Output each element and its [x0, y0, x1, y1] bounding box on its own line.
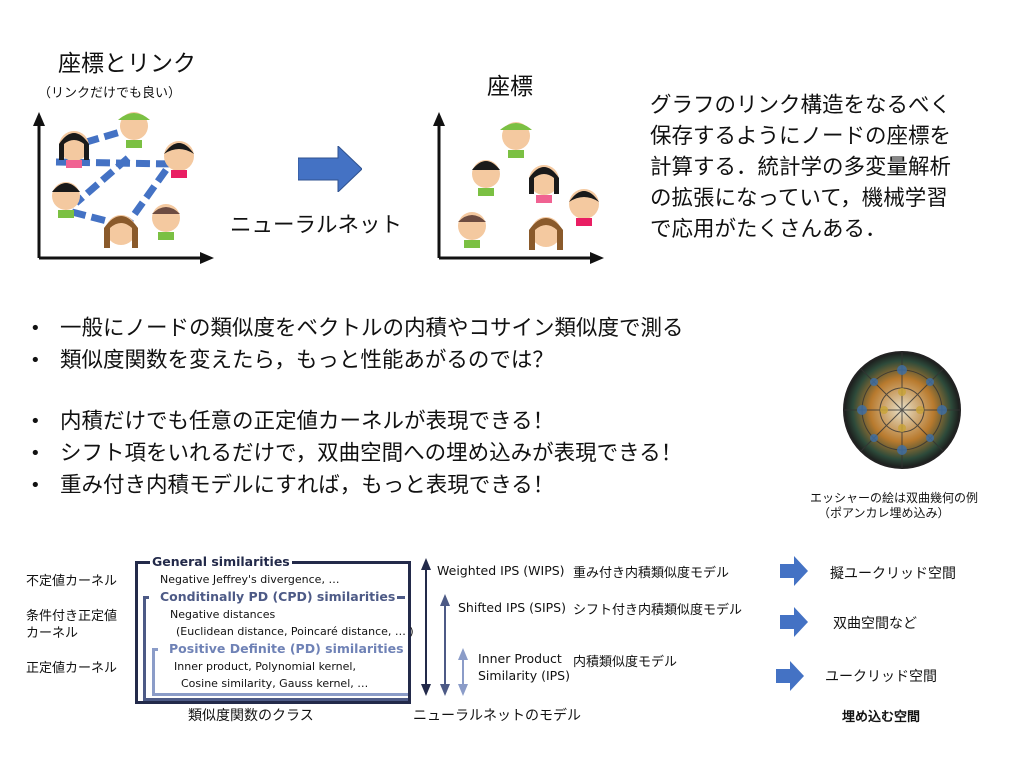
description-line: の拡張になっていて，機械学習: [650, 186, 948, 211]
pd-similarities-title: Positive Definite (PD) similarities: [167, 641, 406, 656]
ips-label-line2: Similarity (IPS): [478, 668, 570, 683]
ips-double-arrow: [458, 648, 468, 696]
node-face: [458, 212, 486, 248]
bullet-item: 一般にノードの類似度をベクトルの内積やコサイン類似度で測る: [60, 316, 684, 341]
x-axis-arrowhead: [200, 252, 214, 264]
description-line: で応用がたくさんある．: [650, 217, 887, 242]
escher-caption-sub: （ポアンカレ埋め込み）: [818, 506, 950, 520]
sips-label: Shifted IPS (SIPS): [458, 600, 566, 615]
ips-label-line1: Inner Product: [478, 651, 562, 666]
bullet-item: シフト項をいれるだけで，双曲空間への埋め込みが表現できる！: [60, 441, 683, 466]
bullet-item: 類似度関数を変えたら，もっと性能あがるのでは？: [60, 348, 554, 373]
cpd-similarities-desc1: Negative distances: [170, 608, 276, 621]
space-euclidean: ユークリッド空間: [825, 669, 937, 685]
node-face: [152, 204, 180, 240]
space-arrow: [776, 661, 804, 691]
description-block: グラフのリンク構造をなるべく 保存するようにノードの座標を 計算する．統計学の多…: [650, 90, 951, 245]
link: [123, 167, 169, 229]
bullet-item: 重み付き内積モデルにすれば，もっと表現できる！: [60, 473, 555, 498]
pd-top-left-line: [152, 648, 158, 651]
pd-similarities-box: [152, 648, 408, 696]
sips-label-ja: シフト付き内積類似度モデル: [573, 603, 743, 618]
right-scatter-plot: [433, 112, 604, 264]
cpd-similarities-title: Conditinally PD (CPD) similarities: [158, 589, 398, 604]
escher-circle-limit-image: [843, 351, 961, 469]
node-face: [59, 131, 89, 168]
space-hyperbolic: 双曲空間など: [833, 616, 917, 632]
description-line: 計算する．統計学の多変量解析: [650, 155, 952, 180]
arrow-label: ニューラルネット: [230, 213, 403, 238]
transform-arrow: [298, 146, 362, 192]
pd-similarities-desc1: Inner product, Polynomial kernel,: [174, 660, 356, 673]
cpd-similarities-desc2: (Euclidean distance, Poincaré distance, …: [176, 625, 414, 638]
left-panel-subtitle: （リンクだけでも良い）: [38, 86, 182, 101]
class-label-cpd-line1: 条件付き正定値: [26, 609, 118, 624]
bullet-symbol: •: [30, 475, 41, 496]
space-pseudo-euclidean: 擬ユークリッド空間: [830, 566, 956, 582]
general-similarities-desc: Negative Jeffrey's divergence, …: [160, 573, 340, 586]
cpd-similarities-box: [143, 596, 408, 701]
models-caption: ニューラルネットのモデル: [413, 708, 581, 724]
cpd-top-left-line: [143, 596, 149, 599]
node-face: [52, 182, 80, 218]
description-line: グラフのリンク構造をなるべく: [650, 93, 952, 118]
node-face: [164, 141, 194, 178]
wips-label: Weighted IPS (WIPS): [437, 563, 565, 578]
left-scatter-plot: [33, 112, 214, 264]
node-face: [569, 189, 599, 226]
left-panel-title: 座標とリンク: [58, 51, 196, 77]
y-axis-arrowhead: [433, 112, 445, 126]
space-arrow: [780, 607, 808, 637]
bullet-item: 内積だけでも任意の正定値カーネルが表現できる！: [60, 409, 555, 434]
node-face: [118, 112, 150, 148]
spaces-caption: 埋め込む空間: [842, 710, 921, 725]
model-hierarchy-arrows: [421, 558, 468, 696]
class-label-cpd-line2: カーネル: [26, 626, 79, 641]
pd-similarities-desc2: Cosine similarity, Gauss kernel, …: [181, 677, 369, 690]
class-label-indefinite: 不定値カーネル: [26, 574, 118, 589]
node-face: [500, 122, 532, 158]
x-axis-arrowhead: [590, 252, 604, 264]
bullet-symbol: •: [30, 350, 41, 371]
classes-caption: 類似度関数のクラス: [188, 708, 314, 724]
node-face: [472, 160, 500, 196]
node-face: [104, 215, 138, 248]
link: [73, 155, 131, 206]
class-label-pd: 正定値カーネル: [26, 661, 118, 676]
node-face: [529, 217, 563, 250]
bullet-symbol: •: [30, 318, 41, 339]
y-axis-arrowhead: [33, 112, 45, 126]
description-line: 保存するようにノードの座標を: [650, 124, 952, 149]
sips-double-arrow: [440, 594, 450, 696]
space-arrow: [780, 556, 808, 586]
right-panel-title: 座標: [487, 74, 533, 100]
bullet-symbol: •: [30, 443, 41, 464]
ips-label-ja: 内積類似度モデル: [573, 655, 678, 670]
wips-double-arrow: [421, 558, 431, 696]
escher-caption: エッシャーの絵は双曲幾何の例: [810, 491, 979, 505]
node-face: [529, 165, 559, 203]
wips-label-ja: 重み付き内積類似度モデル: [573, 566, 730, 581]
general-similarities-title: General similarities: [150, 554, 292, 569]
bullet-symbol: •: [30, 411, 41, 432]
